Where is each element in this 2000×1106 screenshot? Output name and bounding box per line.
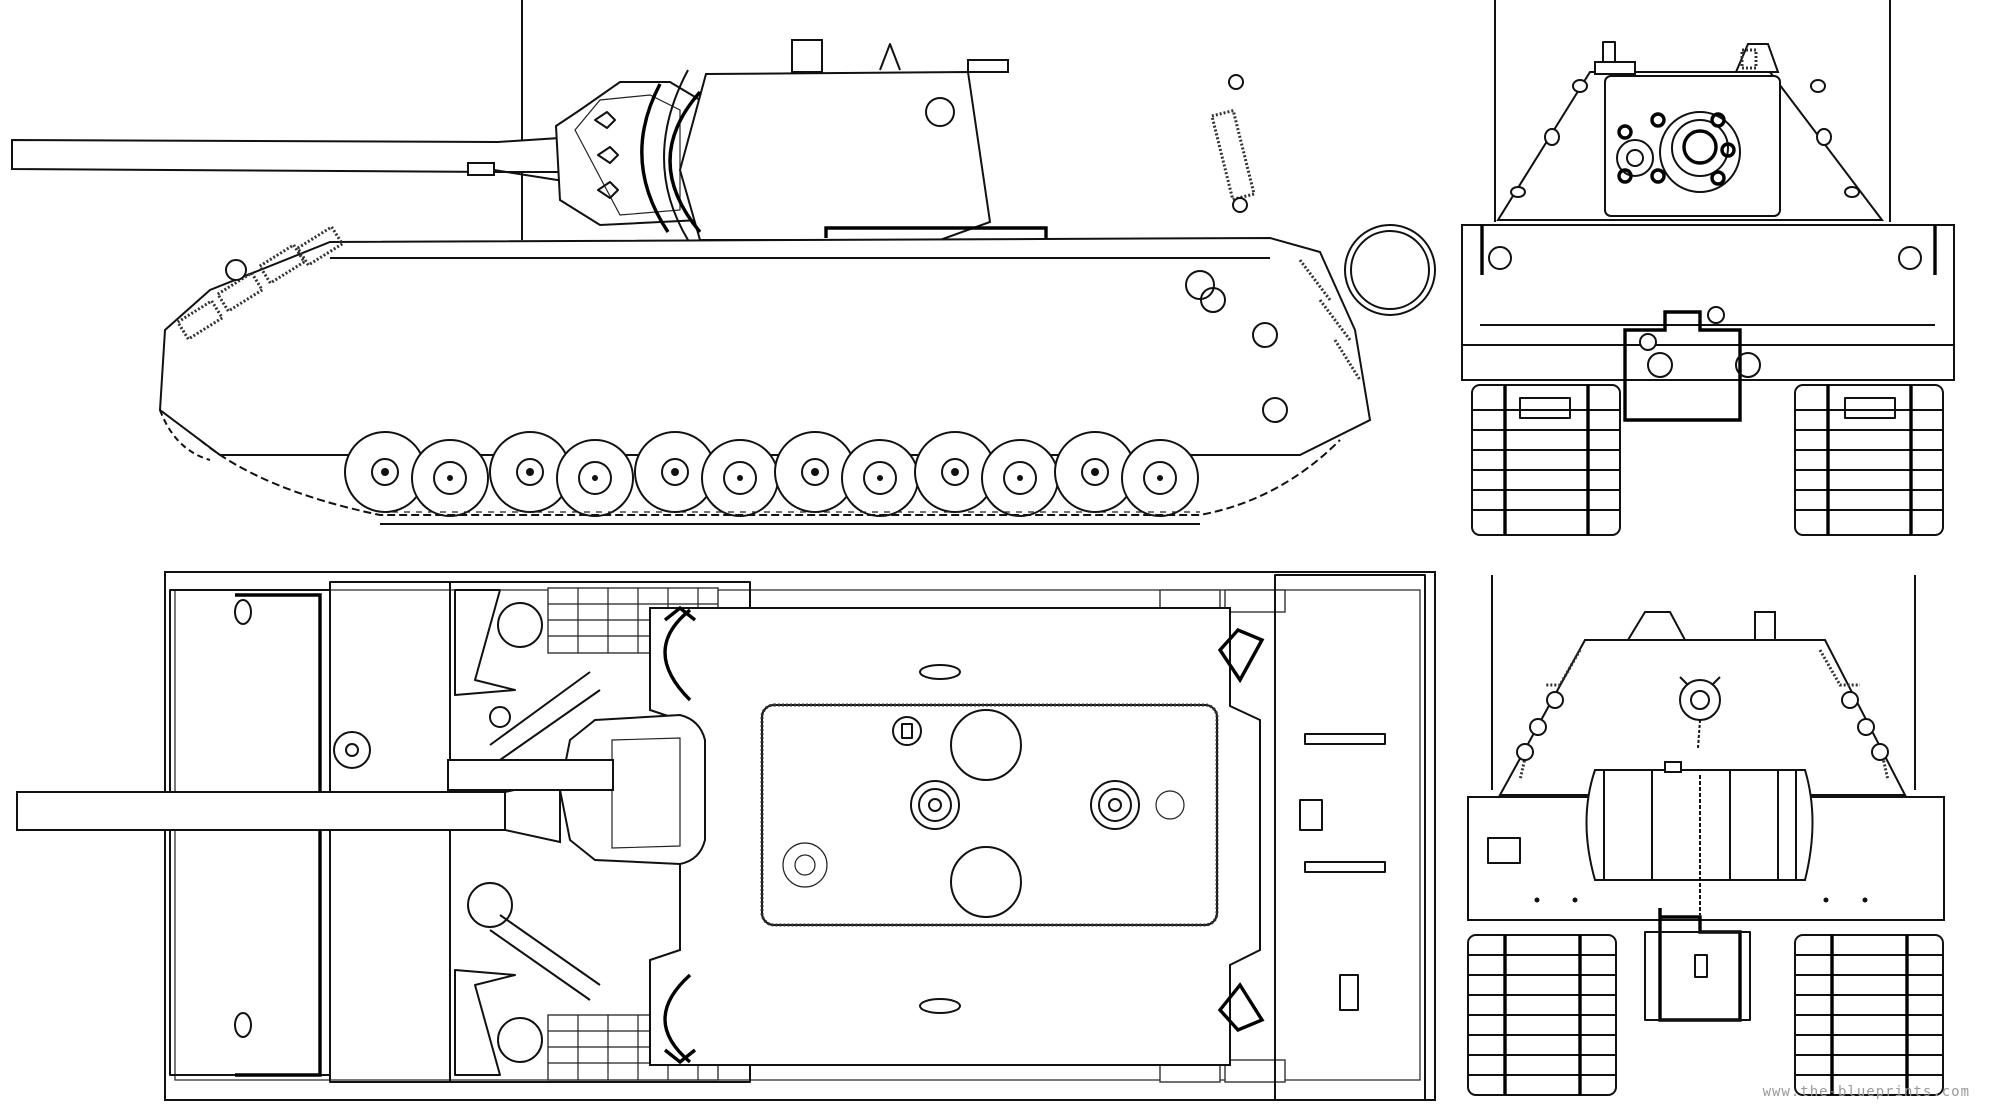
side-track — [159, 409, 1341, 525]
side-gun-barrel — [11, 136, 571, 183]
rear-track-right — [1794, 934, 1944, 1096]
top-view — [16, 571, 1436, 1101]
side-exhaust-ring — [1344, 224, 1436, 316]
watermark: www.the-blueprints.com — [1762, 1084, 1970, 1100]
rear-turret-ports — [1516, 691, 1889, 761]
side-view — [11, 0, 1436, 525]
top-gun-mantlet — [558, 713, 706, 866]
front-mantlet — [1604, 75, 1781, 217]
side-turret — [678, 70, 992, 241]
top-gun-barrel — [16, 791, 506, 831]
front-mantlet-bolts — [1617, 112, 1736, 186]
rear-track-left — [1467, 934, 1617, 1096]
rear-fuel-drum — [1585, 761, 1814, 915]
front-turret-ports — [1510, 79, 1860, 198]
rear-view — [1467, 575, 1945, 1096]
rear-turret-hatch — [1679, 679, 1721, 721]
front-track-left — [1471, 384, 1621, 536]
top-hatch-rings — [782, 709, 1185, 918]
front-hull — [1461, 224, 1955, 381]
front-view — [1461, 0, 1955, 536]
side-gun-mantlet — [554, 81, 701, 227]
side-road-wheels — [344, 431, 1199, 517]
front-track-right — [1794, 384, 1944, 536]
side-hull — [158, 236, 1372, 456]
